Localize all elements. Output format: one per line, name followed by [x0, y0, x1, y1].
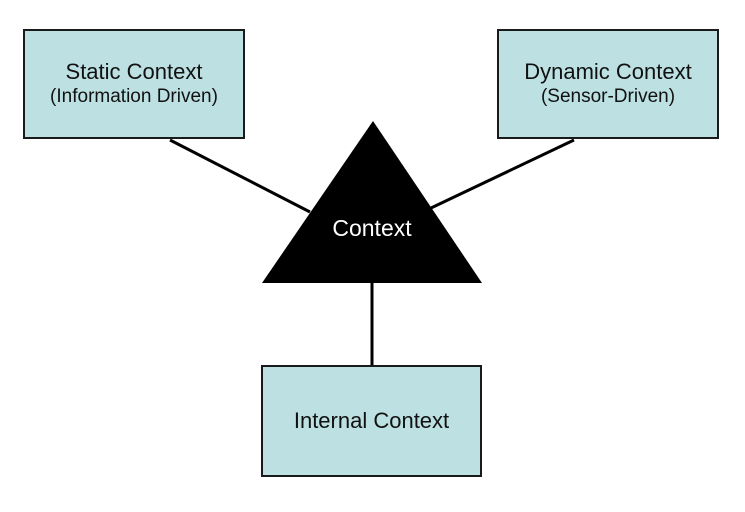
node-internal-context: Internal Context — [261, 365, 482, 477]
context-triangle-label: Context — [332, 215, 412, 241]
node-title: Static Context — [65, 59, 203, 85]
node-subtitle: (Sensor-Driven) — [540, 85, 676, 107]
node-subtitle: (Information Driven) — [50, 85, 218, 107]
connector-static-to-context — [169, 138, 311, 214]
node-dynamic-context: Dynamic Context (Sensor-Driven) — [497, 29, 719, 139]
context-triangle — [262, 121, 482, 283]
node-title: Dynamic Context — [524, 59, 692, 85]
connector-dynamic-to-context — [430, 138, 575, 210]
node-title: Internal Context — [293, 407, 450, 433]
node-static-context: Static Context (Information Driven) — [23, 29, 245, 139]
